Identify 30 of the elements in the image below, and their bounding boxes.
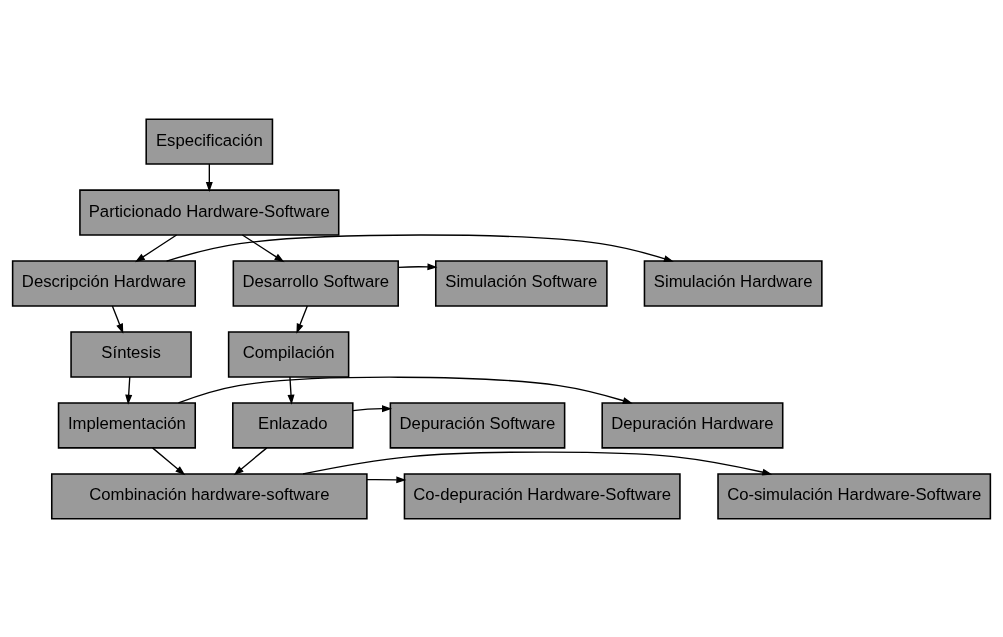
- node-box: Depuración Software: [389, 401, 566, 449]
- arrow: [205, 162, 213, 192]
- node-box: Implementación: [57, 401, 197, 449]
- arrow: [125, 375, 133, 405]
- arrow: [151, 446, 186, 475]
- arrow: [352, 404, 393, 412]
- node-box: Enlazado: [232, 401, 354, 449]
- arrow: [165, 233, 674, 262]
- node-box: Descripción Hardware: [11, 259, 197, 307]
- arrow: [366, 475, 407, 483]
- node-box: Simulación Software: [434, 259, 608, 307]
- node-box: Especificación: [145, 117, 274, 165]
- arrow: [134, 233, 178, 262]
- arrow: [287, 375, 295, 405]
- node-box: Depuración Hardware: [601, 401, 784, 449]
- arrow: [233, 446, 268, 475]
- node-box: Particionado Hardware-Software: [79, 188, 340, 236]
- node-box: Combinación hardware-software: [50, 472, 368, 520]
- node-box: Co-depuración Hardware-Software: [403, 472, 681, 520]
- arrow: [302, 450, 773, 476]
- node-box: Desarrollo Software: [232, 259, 399, 307]
- arrow: [111, 304, 124, 334]
- arrow: [241, 233, 285, 262]
- arrow: [397, 262, 438, 270]
- arrow: [177, 376, 633, 404]
- arrow: [296, 304, 308, 334]
- node-box: Simulación Hardware: [643, 259, 823, 307]
- node-box: Síntesis: [70, 330, 192, 378]
- node-box: Compilación: [227, 330, 350, 378]
- node-box: Co-simulación Hardware-Software: [717, 472, 992, 520]
